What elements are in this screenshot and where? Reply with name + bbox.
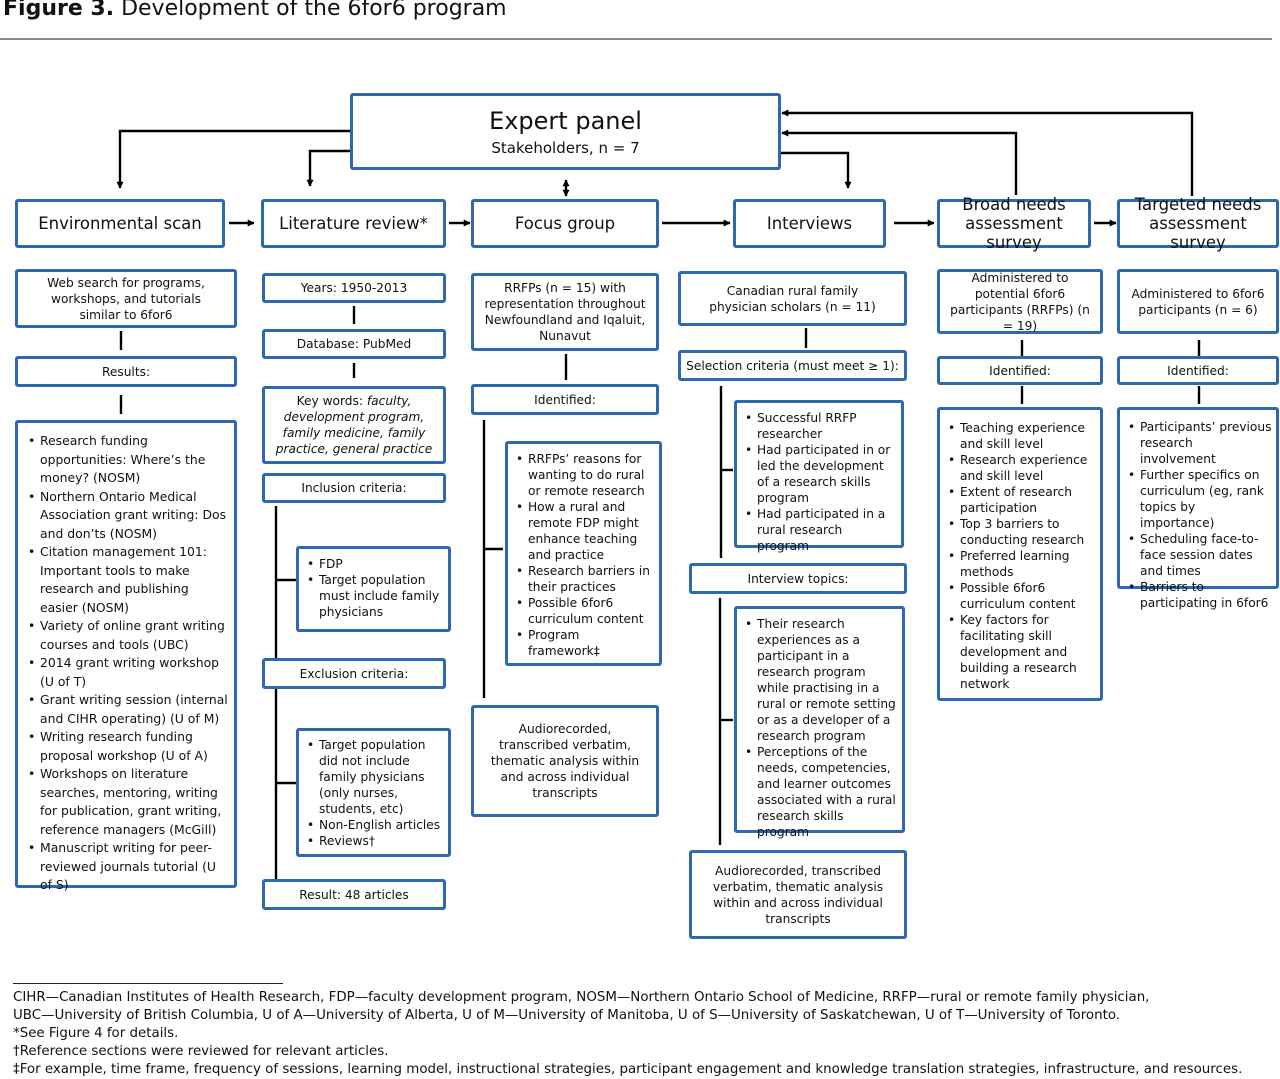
list-item: Successful RRFP researcher (745, 410, 895, 442)
list-item: RRFPs’ reasons for wanting to do rural o… (516, 451, 655, 499)
exclusion-criteria: Target population did not include family… (307, 737, 444, 849)
arrow-panel-interviews (780, 151, 852, 189)
list-item: Variety of online grant writing courses … (28, 617, 228, 654)
list-item: Research funding opportunities: Where’s … (28, 432, 228, 488)
inclusion-criteria-label: Inclusion criteria: (262, 473, 446, 503)
list-item: Their research experiences as a particip… (745, 616, 896, 744)
focus-group-identified-label: Identified: (471, 384, 659, 415)
interview-topics-list: Their research experiences as a particip… (734, 606, 905, 839)
list-item: Northern Ontario Medical Association gra… (28, 488, 228, 544)
arrow-broad-panel (781, 129, 1018, 195)
targeted-survey-identified-label: Identified: (1117, 356, 1279, 385)
footnote-ddagger: ‡For example, time frame, frequency of s… (13, 1062, 1243, 1077)
footnote-rule (13, 983, 283, 984)
environmental-scan-web-search: Web search for programs, workshops, and … (15, 269, 237, 328)
list-item: Top 3 barriers to conducting research (948, 516, 1096, 548)
interview-topics-label: Interview topics: (689, 563, 907, 594)
arrow-panel-env-scan (116, 129, 350, 189)
broad-survey-identified-label: Identified: (937, 356, 1103, 385)
list-item: Key factors for facilitating skill devel… (948, 612, 1096, 692)
list-item: Further specifics on curriculum (eg, ran… (1128, 467, 1272, 531)
focus-group-identified-list: RRFPs’ reasons for wanting to do rural o… (505, 441, 662, 666)
list-item: Research experience and skill level (948, 452, 1096, 484)
targeted-survey-header: Targeted needs assessment survey (1117, 195, 1279, 252)
environmental-scan-results-list: Research funding opportunities: Where’s … (15, 420, 237, 892)
literature-review-keywords-text: Key words: faculty, development program,… (269, 393, 439, 457)
selection-criteria-list: Successful RRFP researcherHad participat… (734, 400, 904, 553)
environmental-scan-results: Research funding opportunities: Where’s … (28, 432, 228, 895)
list-item: Scheduling face-to-face session dates an… (1128, 531, 1272, 579)
figure-title-text: Development of the 6for6 program (121, 0, 507, 21)
list-item: 2014 grant writing workshop (U of T) (28, 654, 228, 691)
targeted-survey-participants: Administered to 6for6 participants (n = … (1117, 269, 1279, 334)
list-item: Grant writing session (internal and CIHR… (28, 691, 228, 728)
list-item: Reviews† (307, 833, 444, 849)
literature-review-header: Literature review* (261, 199, 446, 248)
footnote-abbreviations-2: UBC—University of British Columbia, U of… (13, 1008, 1121, 1023)
footnote-abbreviations-1: CIHR—Canadian Institutes of Health Resea… (13, 990, 1150, 1005)
list-item: Research barriers in their practices (516, 563, 655, 595)
selection-criteria: Successful RRFP researcherHad participat… (745, 410, 895, 554)
targeted-survey-identified-list: Participants’ previous research involvem… (1117, 407, 1279, 610)
selection-criteria-label: Selection criteria (must meet ≥ 1): (678, 350, 907, 381)
literature-review-years: Years: 1950-2013 (262, 273, 446, 303)
broad-survey-participants: Administered to potential 6for6 particip… (937, 269, 1103, 334)
list-item: Possible 6for6 curriculum content (948, 580, 1096, 612)
list-item: Non-English articles (307, 817, 444, 833)
interviews-method: Audiorecorded, transcribed verbatim, the… (689, 850, 907, 939)
exclusion-criteria-label: Exclusion criteria: (262, 658, 446, 689)
list-item: Barriers to participating in 6for6 (1128, 579, 1272, 611)
expert-panel-box: Expert panel Stakeholders, n = 7 (350, 93, 781, 170)
interviews-participants: Canadian rural family physician scholars… (678, 271, 907, 326)
list-item: Writing research funding proposal worksh… (28, 728, 228, 765)
list-item: Possible 6for6 curriculum content (516, 595, 655, 627)
literature-review-keywords: Key words: faculty, development program,… (262, 386, 446, 464)
broad-survey-identified-list: Teaching experience and skill levelResea… (937, 407, 1103, 701)
list-item: Preferred learning methods (948, 548, 1096, 580)
interviews-header: Interviews (733, 199, 886, 248)
figure-title: Figure 3. Development of the 6for6 progr… (3, 0, 507, 21)
focus-group-method: Audiorecorded, transcribed verbatim, the… (471, 705, 659, 817)
literature-review-database: Database: PubMed (262, 329, 446, 359)
focus-group-participants: RRFPs (n = 15) with representation throu… (471, 273, 659, 351)
broad-survey-header: Broad needs assessment survey (937, 195, 1091, 252)
expert-panel-title: Expert panel (489, 106, 642, 135)
targeted-survey-identified: Participants’ previous research involvem… (1128, 419, 1272, 611)
focus-group-header: Focus group (471, 199, 659, 248)
list-item: Perceptions of the needs, competencies, … (745, 744, 896, 840)
literature-review-result: Result: 48 articles (262, 879, 446, 910)
inclusion-criteria-list: FDPTarget population must include family… (296, 546, 451, 632)
environmental-scan-header: Environmental scan (15, 199, 225, 248)
environmental-scan-results-label: Results: (15, 356, 237, 387)
inclusion-criteria: FDPTarget population must include family… (307, 556, 442, 620)
list-item: Citation management 101: Important tools… (28, 543, 228, 617)
list-item: Program framework‡ (516, 627, 655, 659)
interview-topics: Their research experiences as a particip… (745, 616, 896, 840)
broad-survey-identified: Teaching experience and skill levelResea… (948, 420, 1096, 692)
figure-label: Figure 3. (3, 0, 115, 21)
list-item: Extent of research participation (948, 484, 1096, 516)
list-item: Target population must include family ph… (307, 572, 442, 620)
list-item: Manuscript writing for peer-reviewed jou… (28, 839, 228, 895)
list-item: Workshops on literature searches, mentor… (28, 765, 228, 839)
exclusion-criteria-list: Target population did not include family… (296, 728, 451, 857)
list-item: Participants’ previous research involvem… (1128, 419, 1272, 467)
list-item: Teaching experience and skill level (948, 420, 1096, 452)
expert-panel-subtitle: Stakeholders, n = 7 (491, 138, 640, 157)
title-rule (0, 38, 1272, 40)
focus-group-identified: RRFPs’ reasons for wanting to do rural o… (516, 451, 655, 659)
arrow-panel-lit-review (306, 149, 350, 187)
list-item: Had participated in a rural research pro… (745, 506, 895, 554)
arrow-targeted-panel (781, 109, 1194, 196)
list-item: Had participated in or led the developme… (745, 442, 895, 506)
list-item: How a rural and remote FDP might enhance… (516, 499, 655, 563)
list-item: Target population did not include family… (307, 737, 444, 817)
keywords-prefix: Key words: (296, 394, 367, 408)
footnote-dagger: †Reference sections were reviewed for re… (13, 1044, 389, 1059)
list-item: FDP (307, 556, 442, 572)
footnote-star: *See Figure 4 for details. (13, 1026, 179, 1041)
keywords-list: faculty, development program, family med… (275, 394, 433, 456)
